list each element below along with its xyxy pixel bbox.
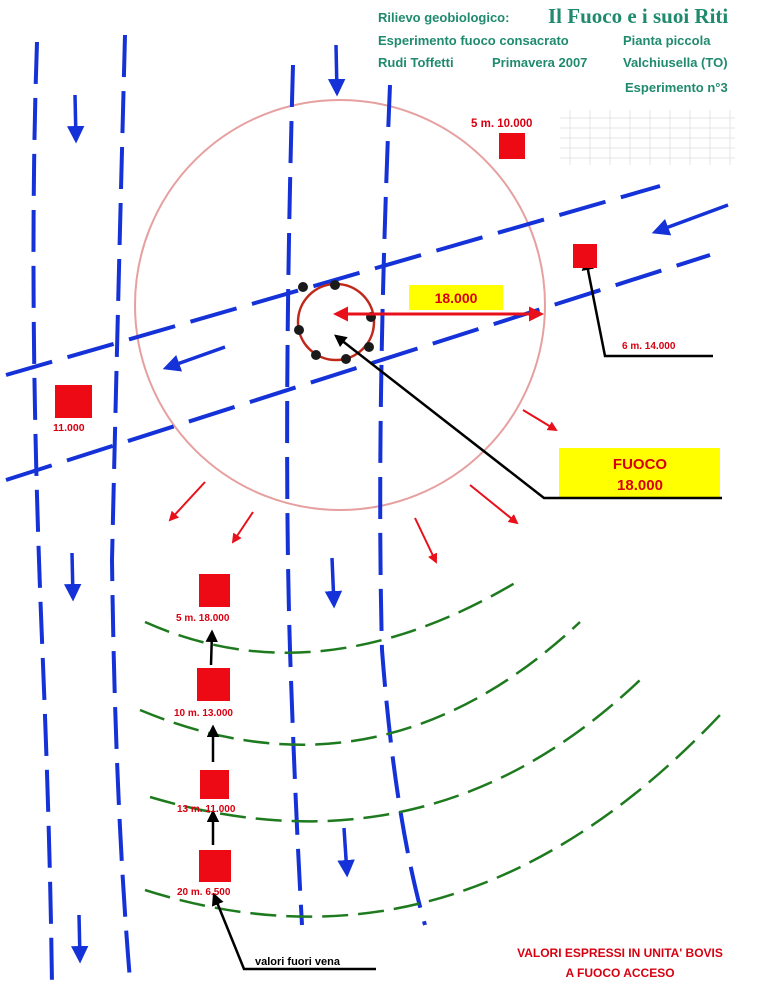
diagram-title: Il Fuoco e i suoi Riti bbox=[548, 4, 729, 28]
fire-stones bbox=[294, 280, 376, 364]
units-note-line1: VALORI ESPRESSI IN UNITA' BOVIS bbox=[517, 946, 723, 960]
flow-arrow bbox=[162, 345, 226, 372]
measure-top-right: 5 m. 10.000 bbox=[471, 118, 532, 130]
flow-arrow bbox=[324, 557, 343, 609]
sample-square bbox=[200, 770, 229, 799]
sample-square bbox=[573, 244, 597, 268]
experiment-label: Esperimento fuoco consacrato bbox=[378, 33, 569, 48]
author-label: Rudi Toffetti bbox=[378, 55, 454, 70]
vein-left-1 bbox=[31, 41, 54, 986]
sample-square bbox=[199, 850, 231, 882]
radius-value: 18.000 bbox=[435, 290, 478, 306]
flow-arrow bbox=[66, 94, 85, 144]
sample-square bbox=[55, 385, 92, 418]
right-sample-pointer bbox=[581, 257, 713, 358]
radiation-arrow bbox=[168, 481, 206, 522]
outside-vein-pointer bbox=[211, 892, 376, 971]
measure-5m: 5 m. 18.000 bbox=[176, 613, 230, 624]
flow-arrow bbox=[63, 552, 82, 602]
fire-label-box bbox=[559, 448, 720, 499]
units-note-line2: A FUOCO ACCESO bbox=[565, 966, 674, 980]
influence-circle bbox=[134, 99, 546, 511]
energy-wave bbox=[139, 621, 581, 746]
measure-10m: 10 m. 13.000 bbox=[174, 708, 233, 719]
measure-20m: 20 m. 6.500 bbox=[177, 887, 231, 898]
survey-label: Rilievo geobiologico: bbox=[378, 10, 510, 25]
flow-arrow bbox=[337, 827, 355, 878]
measure-right: 6 m. 14.000 bbox=[622, 341, 676, 352]
energy-wave bbox=[149, 679, 641, 823]
vein-center-2 bbox=[378, 84, 427, 926]
energy-wave bbox=[144, 714, 721, 918]
measure-left: 11.000 bbox=[53, 422, 85, 434]
radiation-arrow bbox=[414, 517, 438, 564]
sample-square bbox=[499, 133, 525, 159]
location-label: Valchiusella (TO) bbox=[623, 55, 728, 70]
radiation-arrow bbox=[231, 511, 254, 544]
flow-arrow bbox=[651, 203, 729, 236]
vein-left-2 bbox=[109, 34, 132, 981]
fire-pointer bbox=[334, 334, 722, 500]
outside-vein-label: valori fuori vena bbox=[255, 956, 341, 968]
fire-value: 18.000 bbox=[617, 477, 663, 494]
experiment-number: Esperimento n°3 bbox=[625, 80, 728, 95]
radius-value-box bbox=[409, 285, 503, 310]
fire-ring bbox=[296, 282, 376, 362]
energy-wave bbox=[144, 578, 521, 654]
season-label: Primavera 2007 bbox=[492, 55, 588, 70]
radiation-arrow bbox=[469, 484, 519, 525]
sample-square bbox=[199, 574, 230, 607]
flow-arrow bbox=[70, 914, 89, 964]
sample-square bbox=[197, 668, 230, 701]
vein-center-1 bbox=[285, 64, 304, 926]
sample-arrow-13-to-5 bbox=[205, 629, 218, 666]
plant-label: Pianta piccola bbox=[623, 33, 711, 48]
flow-arrow bbox=[327, 44, 346, 97]
fire-label: FUOCO bbox=[613, 456, 667, 473]
radiation-arrow bbox=[522, 409, 558, 432]
background-grid bbox=[560, 110, 735, 165]
vein-diagonal-2 bbox=[5, 253, 711, 482]
measure-13m: 13 m. 11.000 bbox=[177, 804, 236, 815]
